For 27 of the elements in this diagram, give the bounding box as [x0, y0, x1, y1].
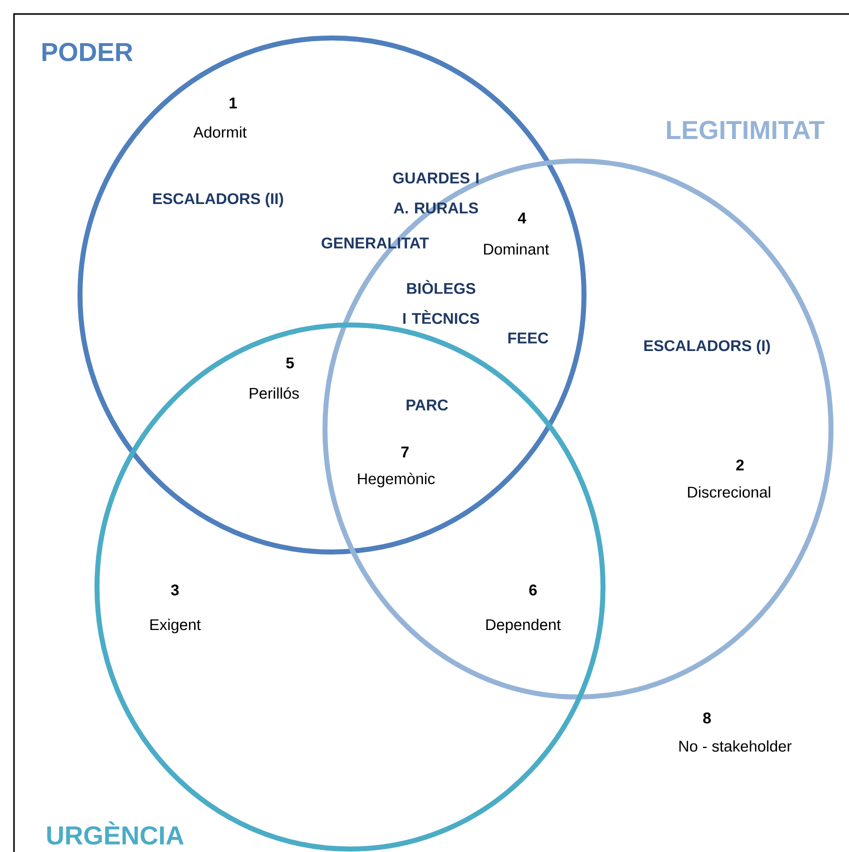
stakeholder-label: GUARDES I A. RURALS — [393, 172, 478, 214]
label-number: 5 — [286, 358, 294, 368]
venn-circle — [322, 158, 834, 700]
circle-title: LEGITIMITAT — [667, 120, 824, 140]
label-number: 6 — [529, 584, 537, 596]
label-number: 8 — [703, 712, 711, 724]
type-label: No - stakeholder — [679, 740, 792, 752]
label-number: 3 — [171, 584, 179, 596]
type-label: Adormit — [193, 126, 247, 138]
stakeholder-label: GENERALITAT — [322, 238, 429, 248]
type-label: Dependent — [486, 618, 561, 634]
circle-title: PODER — [42, 42, 133, 62]
label-number: 7 — [401, 446, 409, 458]
stakeholder-label: ESCALADORS (II) — [153, 192, 284, 208]
stakeholder-label: PARC — [406, 400, 448, 410]
label-number: 4 — [518, 212, 526, 224]
type-label: Exigent — [150, 618, 201, 634]
type-label: Hegemònic — [358, 472, 435, 488]
label-number: 1 — [230, 98, 237, 108]
circle-title: URGÈNCIA — [47, 821, 184, 845]
type-label: Perillós — [250, 387, 299, 399]
stakeholder-label: BIÒLEGS I TÈCNICS — [403, 280, 480, 324]
stakeholder-label: ESCALADORS (I) — [644, 340, 770, 354]
label-number: 2 — [736, 460, 744, 470]
type-label: Discrecional — [688, 486, 770, 498]
stakeholder-label: FEEC — [508, 332, 548, 344]
type-label: Dominant — [484, 243, 550, 255]
